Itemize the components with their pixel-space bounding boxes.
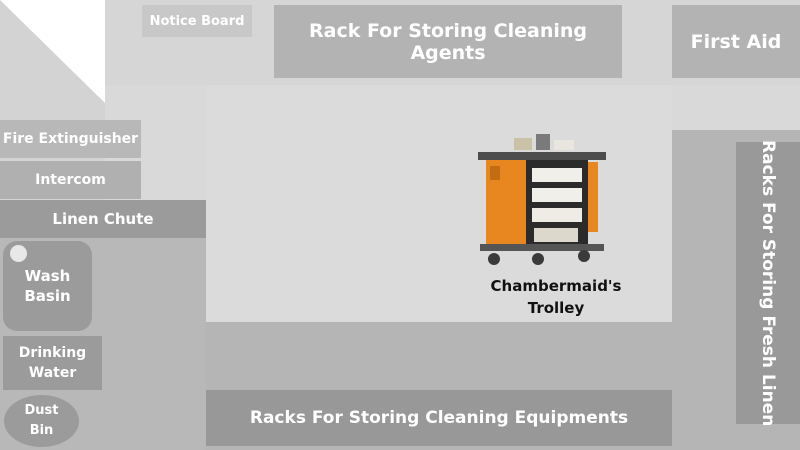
faucet-icon	[10, 245, 27, 262]
linen-chute-label: Linen Chute	[52, 210, 154, 228]
drinking-water: Drinking Water	[3, 336, 102, 390]
wash-basin-label: Wash Basin	[24, 267, 71, 305]
trolley-icon	[478, 134, 606, 265]
notice-board: Notice Board	[142, 5, 252, 37]
wash-basin: Wash Basin	[3, 241, 92, 331]
door-icon	[0, 0, 105, 103]
linen-chute: Linen Chute	[0, 200, 206, 238]
rack-cleaning-agents: Rack For Storing Cleaning Agents	[274, 5, 622, 78]
racks-cleaning-equipments: Racks For Storing Cleaning Equipments	[206, 390, 672, 446]
trolley-label: Chambermaid's Trolley	[490, 277, 622, 317]
racks-fresh-linen-label: Racks For Storing Fresh Linen	[758, 139, 778, 427]
rack-cleaning-agents-label: Rack For Storing Cleaning Agents	[309, 19, 587, 64]
racks-cleaning-equipments-label: Racks For Storing Cleaning Equipments	[249, 408, 629, 428]
dust-bin: Dust Bin	[4, 395, 79, 447]
dust-bin-label: Dust Bin	[24, 403, 59, 438]
notice-board-label: Notice Board	[149, 13, 245, 29]
drinking-water-label: Drinking Water	[18, 345, 87, 381]
racks-fresh-linen: Racks For Storing Fresh Linen	[736, 139, 800, 427]
intercom-label: Intercom	[35, 172, 106, 188]
first-aid-label: First Aid	[690, 30, 782, 53]
first-aid: First Aid	[672, 5, 800, 78]
intercom: Intercom	[0, 161, 141, 199]
fire-extinguisher-label: Fire Extinguisher	[2, 131, 139, 147]
fire-extinguisher: Fire Extinguisher	[0, 120, 141, 158]
